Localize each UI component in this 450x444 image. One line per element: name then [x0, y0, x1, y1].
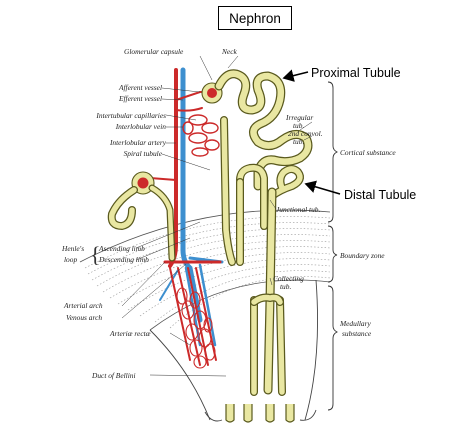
junctional-tub-label: Junctional tub. — [276, 205, 320, 214]
glomerular-capsule-label: Glomerular capsule — [124, 47, 184, 56]
distal-arrow-icon — [304, 180, 341, 195]
efferent-vessel-label: Efferent vessel — [118, 94, 162, 103]
zone-braces — [327, 81, 339, 411]
kidney-outline — [149, 329, 211, 421]
papilla-outline — [204, 409, 317, 422]
boundary-zone-label: Boundary zone — [340, 251, 385, 260]
henles-loop-label-2: loop — [64, 255, 77, 264]
irregular-tub-label-2: tub. — [293, 121, 304, 130]
cortical-capillary-net — [182, 114, 220, 157]
tubules — [107, 69, 313, 396]
irregular-tub-label-1: Irregular — [285, 113, 313, 122]
cortical-substance-label: Cortical substance — [340, 148, 396, 157]
figure-title: Nephron — [218, 6, 292, 30]
collecting-tub-label-1: Collecting — [273, 274, 304, 283]
ascending-limb-label: Ascending limb — [98, 244, 145, 253]
medullary-capillary-net — [176, 287, 216, 369]
second-convol-label-1: 2nd convol. — [288, 129, 323, 138]
papilla-tips — [225, 404, 295, 423]
boundary-zone-bands — [84, 216, 331, 329]
henles-loop-label-1: Henle's — [61, 244, 84, 253]
proximal-tubule-label: Proximal Tubule — [311, 66, 401, 80]
distal-tubule-label: Distal Tubule — [344, 188, 416, 202]
arteriae-rectae-label: Arteriæ rectæ — [109, 329, 151, 338]
intertubular-capillaries-label: Intertubular capillaries — [95, 111, 166, 120]
interlobular-artery-label: Interlobular artery — [109, 138, 167, 147]
neck-label: Neck — [221, 47, 237, 56]
henle-brace: { — [90, 242, 101, 267]
medullary-substance-label-2: substance — [342, 329, 372, 338]
collecting-tub-label-2: tub. — [280, 282, 291, 291]
proximal-arrow-icon — [282, 69, 309, 82]
kidney-outline-right — [304, 279, 319, 421]
spiral-tubule-label: Spiral tubule — [124, 149, 163, 158]
arterial-arch-label: Arterial arch — [63, 301, 103, 310]
venous-arch-label: Venous arch — [66, 313, 102, 322]
leader-lines — [121, 55, 313, 377]
medullary-substance-label-1: Medullary — [339, 319, 372, 328]
boundary-curve-lower — [149, 279, 331, 331]
second-convol-label-2: tub. — [293, 137, 304, 146]
duct-of-bellini-label: Duct of Bellini — [91, 371, 136, 380]
descending-limb-label: Descending limb — [98, 255, 149, 264]
afferent-vessel-label: Afferent vessel — [118, 83, 162, 92]
interlobular-vein-label: Interlobular vein — [115, 122, 167, 131]
boundary-curve-upper — [79, 209, 331, 263]
